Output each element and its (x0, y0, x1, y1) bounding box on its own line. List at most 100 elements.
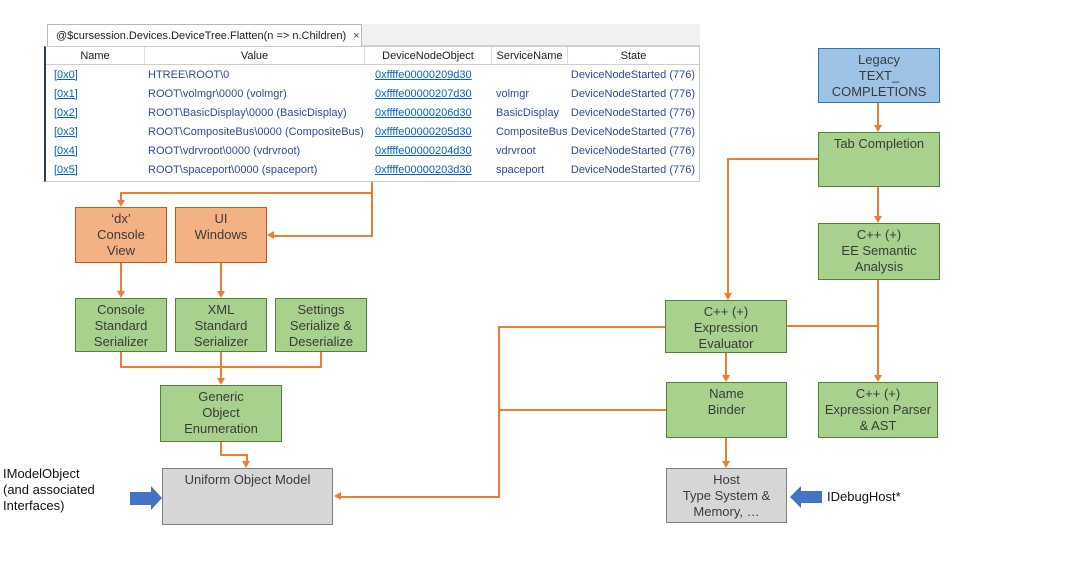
box-settings-serialize-deserialize: Settings Serialize & Deserialize (275, 298, 367, 352)
column-header-state[interactable]: State (620, 49, 647, 62)
arrowhead-icon (217, 378, 225, 385)
imodelobject-arrowhead-icon (151, 486, 162, 510)
row-object-link[interactable]: 0xffffe00000209d30 (375, 68, 472, 81)
row-value: ROOT\BasicDisplay\0000 (BasicDisplay) (148, 106, 347, 119)
table-row: [0x3] ROOT\CompositeBus\0000 (CompositeB… (46, 122, 699, 141)
box-line: Deserialize (288, 334, 354, 349)
row-name-link[interactable]: [0x2] (54, 106, 78, 119)
row-state: DeviceNodeStarted (776) (570, 106, 695, 119)
box-line: Serializer (93, 334, 149, 349)
box-line: Tab Completion (833, 136, 925, 151)
box-line: Enumeration (184, 421, 258, 436)
box-line: View (107, 243, 135, 258)
box-uniform-object-model: Uniform Object Model (162, 468, 333, 525)
box-line: EE Semantic (841, 243, 917, 258)
column-header-devicenodeobject[interactable]: DeviceNodeObject (365, 47, 492, 64)
watch-tab-title: @$cursession.Devices.DeviceTree.Flatten(… (56, 29, 347, 42)
column-header-value[interactable]: Value (145, 47, 365, 64)
connector-segment (877, 187, 879, 216)
box-line: Name (709, 386, 744, 401)
box-line: C++ (+) (855, 386, 901, 401)
connector-segment (787, 325, 878, 327)
row-object-link[interactable]: 0xffffe00000207d30 (375, 87, 472, 100)
row-name-link[interactable]: [0x0] (54, 68, 78, 81)
row-value: ROOT\volmgr\0000 (volmgr) (148, 87, 287, 100)
table-header-row: Name Value DeviceNodeObject ServiceName … (46, 47, 699, 65)
connector-segment (341, 496, 499, 498)
row-service: spaceport (496, 163, 545, 176)
arrowhead-icon (724, 293, 732, 300)
box-legacy-text-completions: Legacy TEXT_ COMPLETIONS (818, 48, 940, 103)
connector-segment (498, 326, 500, 498)
box-line: C++ (+) (856, 227, 902, 242)
box-line: Uniform Object Model (184, 472, 311, 487)
box-line: Serialize & (289, 318, 353, 333)
column-header-servicename[interactable]: ServiceName (492, 47, 568, 64)
box-line: Binder (707, 402, 746, 417)
row-state: DeviceNodeStarted (776) (570, 163, 695, 176)
box-line: Settings (297, 302, 345, 317)
watch-table: Name Value DeviceNodeObject ServiceName … (44, 46, 700, 182)
table-row: [0x1] ROOT\volmgr\0000 (volmgr) 0xffffe0… (46, 84, 699, 103)
connector-segment (725, 438, 727, 461)
arrowhead-icon (267, 231, 274, 239)
box-host-type-system: Host Type System & Memory, … (666, 468, 787, 523)
box-line: Object (202, 405, 240, 420)
connector-segment (727, 158, 818, 160)
box-line: ‘dx’ (111, 211, 131, 226)
idebughost-label: IDebugHost* (827, 489, 901, 504)
close-icon[interactable]: × (353, 29, 360, 42)
connector-segment (727, 158, 729, 293)
arrowhead-icon (334, 492, 341, 500)
box-line: C++ (+) (703, 304, 749, 319)
row-service (492, 65, 568, 84)
box-line: Expression Parser (824, 402, 932, 417)
imodelobject-arrow-icon (130, 492, 151, 505)
row-name-link[interactable]: [0x1] (54, 87, 78, 100)
row-name-link[interactable]: [0x4] (54, 144, 78, 157)
column-header-name[interactable]: Name (46, 47, 145, 64)
box-line: Expression (693, 320, 759, 335)
row-object-link[interactable]: 0xffffe00000204d30 (375, 144, 472, 157)
row-state: DeviceNodeStarted (776) (570, 125, 695, 138)
connector-segment (220, 442, 222, 456)
table-row: [0x0] HTREE\ROOT\0 0xffffe00000209d30 De… (46, 65, 699, 84)
row-service: vdrvroot (496, 144, 536, 157)
row-state: DeviceNodeStarted (776) (570, 68, 695, 81)
idebughost-arrow-icon (801, 491, 822, 503)
box-line: Serializer (193, 334, 249, 349)
box-ui-windows: UI Windows (175, 207, 267, 263)
arrowhead-icon (117, 200, 125, 207)
row-object-link[interactable]: 0xffffe00000205d30 (375, 125, 472, 138)
watch-tab[interactable]: @$cursession.Devices.DeviceTree.Flatten(… (47, 24, 362, 46)
box-expression-evaluator: C++ (+) Expression Evaluator (665, 300, 787, 353)
arrowhead-icon (217, 291, 225, 298)
box-line: Generic (198, 389, 244, 404)
box-expression-parser-ast: C++ (+) Expression Parser & AST (818, 382, 938, 438)
label-line: Interfaces) (3, 498, 65, 513)
arrowhead-icon (874, 216, 882, 223)
box-line: Console (97, 302, 145, 317)
row-service: volmgr (496, 87, 530, 100)
box-ee-semantic-analysis: C++ (+) EE Semantic Analysis (818, 223, 940, 280)
connector-segment (498, 326, 665, 328)
box-line: Legacy (858, 52, 900, 67)
arrowhead-icon (874, 125, 882, 132)
connector-segment (371, 182, 373, 237)
row-name-link[interactable]: [0x5] (54, 163, 78, 176)
connector-segment (220, 454, 248, 456)
arrowhead-icon (722, 461, 730, 468)
label-line: (and associated (3, 482, 95, 497)
connector-segment (120, 263, 122, 291)
box-line: Standard (194, 318, 248, 333)
row-name-link[interactable]: [0x3] (54, 125, 78, 138)
row-value: ROOT\CompositeBus\0000 (CompositeBus) (148, 125, 364, 138)
box-line: Standard (94, 318, 148, 333)
row-value: ROOT\spaceport\0000 (spaceport) (148, 163, 318, 176)
connector-segment (220, 263, 222, 291)
row-object-link[interactable]: 0xffffe00000203d30 (375, 163, 472, 176)
connector-segment (274, 235, 373, 237)
arrowhead-icon (874, 375, 882, 382)
row-object-link[interactable]: 0xffffe00000206d30 (375, 106, 472, 119)
